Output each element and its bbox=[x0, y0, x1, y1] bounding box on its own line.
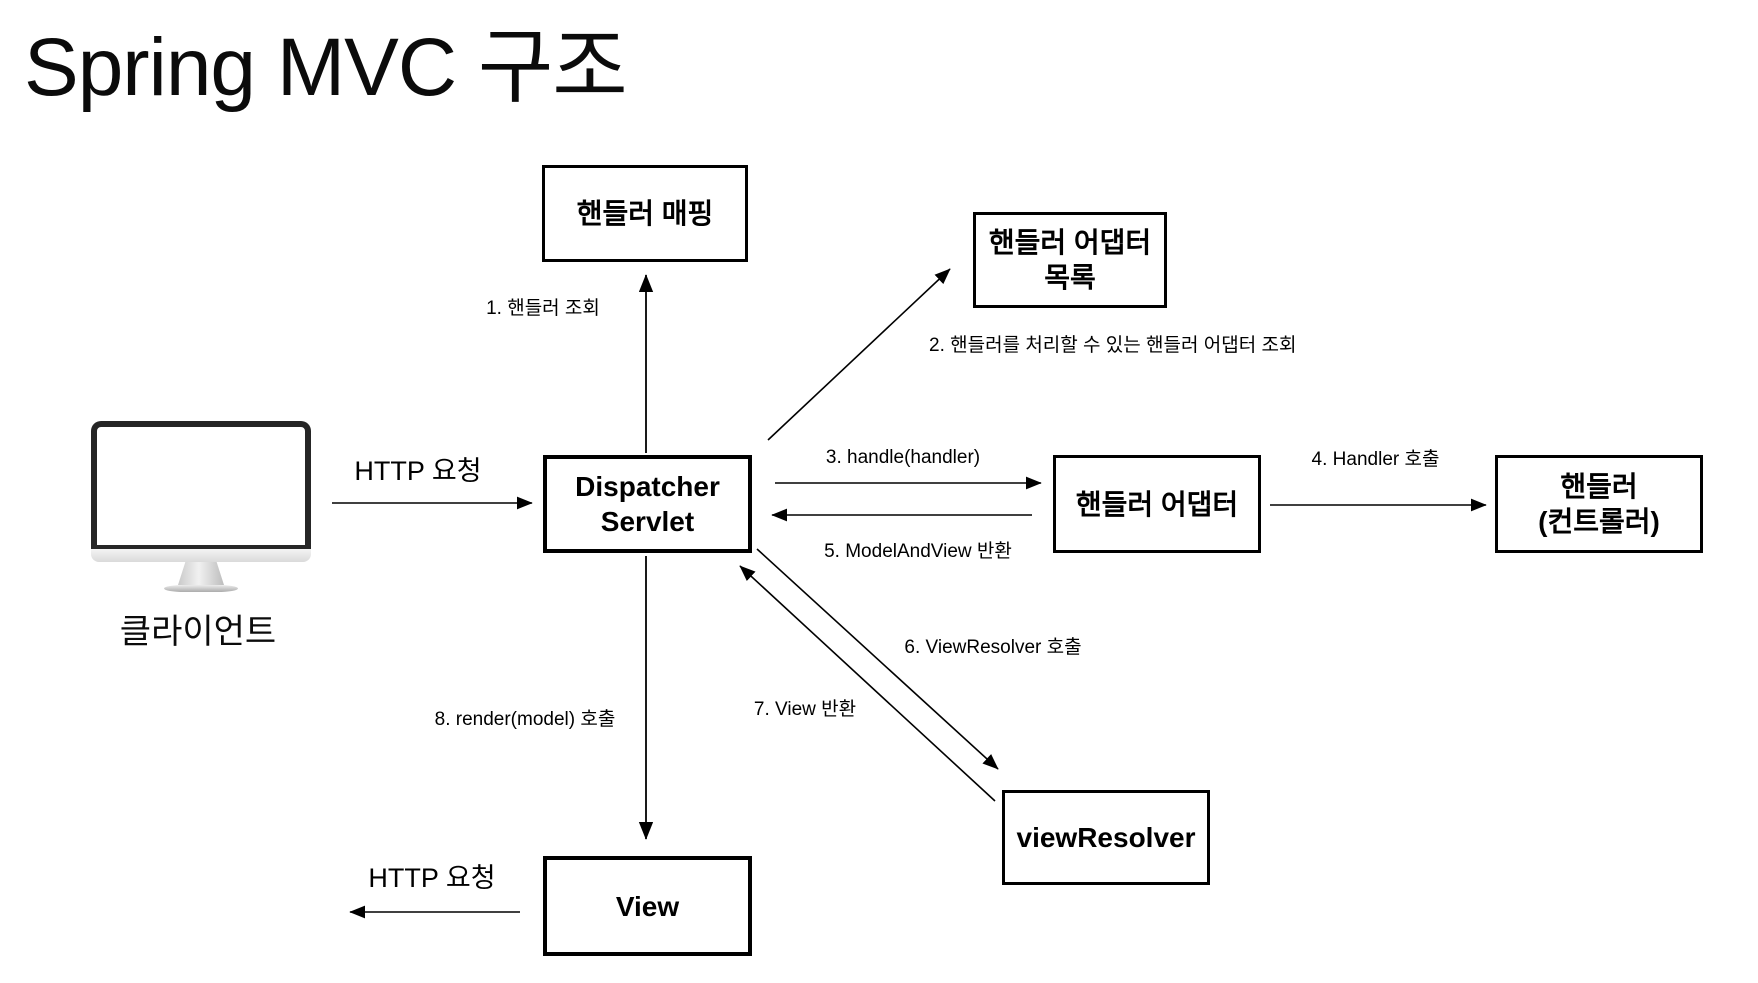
node-handler-adapter-list: 핸들러 어댑터 목록 bbox=[973, 212, 1167, 308]
client-monitor-icon bbox=[91, 421, 311, 593]
label-step6: 6. ViewResolver 호출 bbox=[904, 637, 1082, 658]
label-http-request-out: HTTP 요청 bbox=[368, 863, 496, 893]
monitor-screen bbox=[91, 421, 311, 551]
node-view: View bbox=[543, 856, 752, 956]
node-handler-adapter: 핸들러 어댑터 bbox=[1053, 455, 1261, 553]
label-step7: 7. View 반환 bbox=[753, 699, 857, 720]
monitor-chin bbox=[91, 549, 311, 562]
label-step4: 4. Handler 호출 bbox=[1311, 449, 1440, 470]
client-label: 클라이언트 bbox=[119, 613, 277, 651]
monitor-stand-base bbox=[164, 585, 238, 592]
node-dispatcher-servlet: Dispatcher Servlet bbox=[543, 455, 752, 553]
arrow-step7-view-return bbox=[739, 565, 996, 802]
label-step2: 2. 핸들러를 처리할 수 있는 핸들러 어댑터 조회 bbox=[929, 335, 1297, 356]
label-step8: 8. render(model) 호출 bbox=[434, 709, 616, 730]
label-step5: 5. ModelAndView 반환 bbox=[824, 541, 1012, 562]
page-title: Spring MVC 구조 bbox=[24, 22, 628, 113]
node-view-resolver: viewResolver bbox=[1002, 790, 1210, 885]
arrow-step6-viewresolver-call bbox=[756, 548, 999, 770]
monitor-stand-neck bbox=[178, 562, 224, 585]
label-http-request-in: HTTP 요청 bbox=[354, 456, 482, 486]
node-handler-controller: 핸들러 (컨트롤러) bbox=[1495, 455, 1703, 553]
label-step3: 3. handle(handler) bbox=[825, 447, 981, 468]
node-handler-mapping: 핸들러 매핑 bbox=[542, 165, 748, 262]
label-step1: 1. 핸들러 조회 bbox=[486, 298, 600, 319]
arrow-step2-adapter-lookup bbox=[767, 268, 951, 441]
